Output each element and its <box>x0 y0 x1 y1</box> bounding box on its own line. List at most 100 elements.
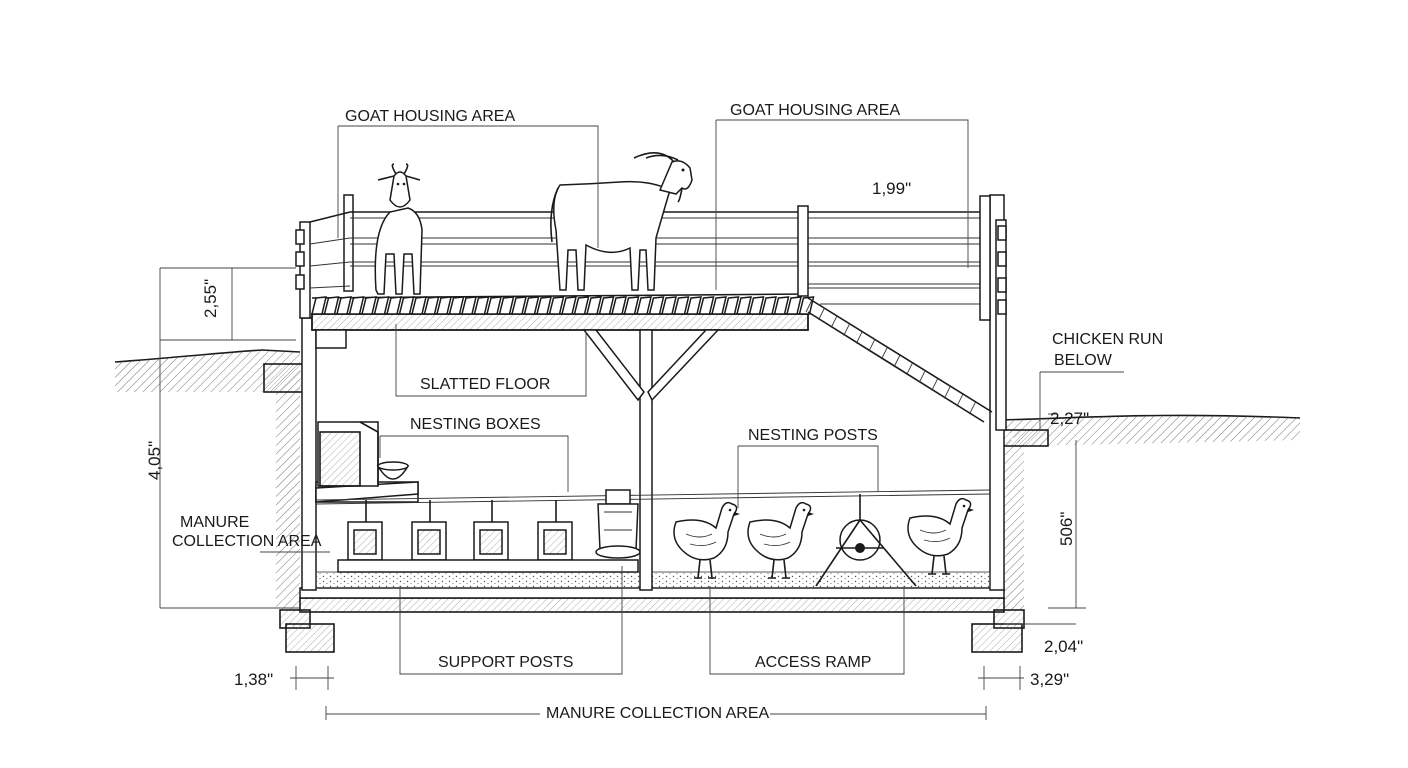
label-goat-housing-left: GOAT HOUSING AREA <box>345 108 515 125</box>
chicken-icon <box>747 501 814 579</box>
slat <box>386 296 402 315</box>
swing-feeder-icon <box>815 494 917 587</box>
slat <box>611 296 627 315</box>
slat <box>423 296 440 315</box>
ramp-slat <box>805 299 813 313</box>
label-slatted-floor: SLATTED FLOOR <box>420 376 550 393</box>
slat <box>773 296 790 315</box>
slat <box>761 296 777 315</box>
dim-3-29: 3,29" <box>1030 670 1069 689</box>
ramp-slat <box>956 394 964 407</box>
ground-right <box>999 414 1301 610</box>
slat <box>736 296 752 315</box>
slat <box>786 296 802 315</box>
feeder-icon <box>473 500 509 561</box>
slatted-floor <box>311 293 815 331</box>
support-posts <box>315 329 720 591</box>
goat-icon <box>550 152 693 291</box>
feeders <box>347 500 573 561</box>
ramp-slat <box>893 354 901 368</box>
slat <box>686 296 702 315</box>
slat <box>348 296 365 315</box>
gravel-floor <box>315 571 991 589</box>
slat <box>661 296 677 315</box>
slat <box>561 296 577 315</box>
dim-4-05: 4,05" <box>145 441 164 480</box>
ramp-slat <box>843 323 851 336</box>
slat <box>573 296 590 315</box>
ramp-slat <box>943 386 951 399</box>
label-goat-housing-right: GOAT HOUSING AREA <box>730 102 900 119</box>
dim-2-04: 2,04" <box>1044 637 1083 656</box>
label-manure-left-2: COLLECTION AREA <box>172 533 322 550</box>
ramp-slat <box>931 378 939 391</box>
leader-lines <box>260 119 1124 675</box>
feeder-icon <box>347 500 383 561</box>
ramp-slat <box>855 331 863 344</box>
slat <box>461 296 477 315</box>
slat <box>486 296 502 315</box>
bowl-icon <box>376 461 410 480</box>
goat-icon <box>374 163 423 295</box>
label-nesting-posts: NESTING POSTS <box>748 427 878 444</box>
slat <box>698 296 715 315</box>
slat <box>648 296 665 315</box>
slat <box>748 296 765 315</box>
ramp-slat <box>918 370 926 383</box>
chicken-icon <box>907 497 974 575</box>
dimension-lines <box>159 267 1086 720</box>
label-manure-left-1: MANURE <box>180 514 249 531</box>
slat <box>798 296 815 315</box>
dim-2-55: 2,55" <box>201 279 220 318</box>
label-chicken-run-2: BELOW <box>1054 352 1113 369</box>
slat <box>598 296 615 315</box>
ground-left <box>114 349 301 610</box>
chicken-icon <box>673 501 740 579</box>
dim-2-27: 2,27" <box>1050 409 1089 428</box>
slat <box>398 296 415 315</box>
label-manure-bottom: MANURE COLLECTION AREA <box>546 705 769 722</box>
label-support-posts: SUPPORT POSTS <box>438 654 573 671</box>
dim-1-99: 1,99" <box>872 179 911 198</box>
slat <box>586 296 602 315</box>
walls <box>301 194 1007 591</box>
slat <box>361 296 377 315</box>
ramp-slat <box>969 401 976 415</box>
label-nesting-boxes: NESTING BOXES <box>410 416 541 433</box>
slat <box>436 296 452 315</box>
slat <box>511 296 527 315</box>
ramp-slat <box>881 346 888 360</box>
feeder-icon <box>411 500 447 561</box>
slat <box>536 296 552 315</box>
slat <box>323 296 340 315</box>
label-chicken-run-1: CHICKEN RUN <box>1052 331 1163 348</box>
slat <box>636 296 652 315</box>
label-access-ramp: ACCESS RAMP <box>755 654 871 671</box>
slat <box>673 296 690 315</box>
slat <box>373 296 390 315</box>
dim-506: 506" <box>1057 512 1076 546</box>
slat <box>523 296 540 315</box>
dimension-labels: 1,99" 2,55" 4,05" 506" 2,27" 2,04" 1,38"… <box>145 179 1089 689</box>
slat <box>448 296 465 315</box>
slat <box>711 296 727 315</box>
slat <box>311 296 327 315</box>
ramp-slat <box>818 307 825 321</box>
labels: GOAT HOUSING AREA GOAT HOUSING AREA SLAT… <box>172 102 1163 722</box>
ramp <box>805 297 993 423</box>
slat <box>411 296 427 315</box>
slat <box>623 296 640 315</box>
dim-1-38: 1,38" <box>234 670 273 689</box>
nesting-shelf <box>315 421 991 505</box>
ramp-slat <box>830 315 838 328</box>
slat <box>723 296 740 315</box>
ramp-slat <box>906 362 913 376</box>
slat <box>336 296 352 315</box>
slat <box>473 296 490 315</box>
railing <box>295 194 1007 321</box>
feeder-icon <box>537 500 573 561</box>
foundation <box>263 363 1049 653</box>
slat <box>548 296 565 315</box>
ramp-slat <box>868 339 876 352</box>
